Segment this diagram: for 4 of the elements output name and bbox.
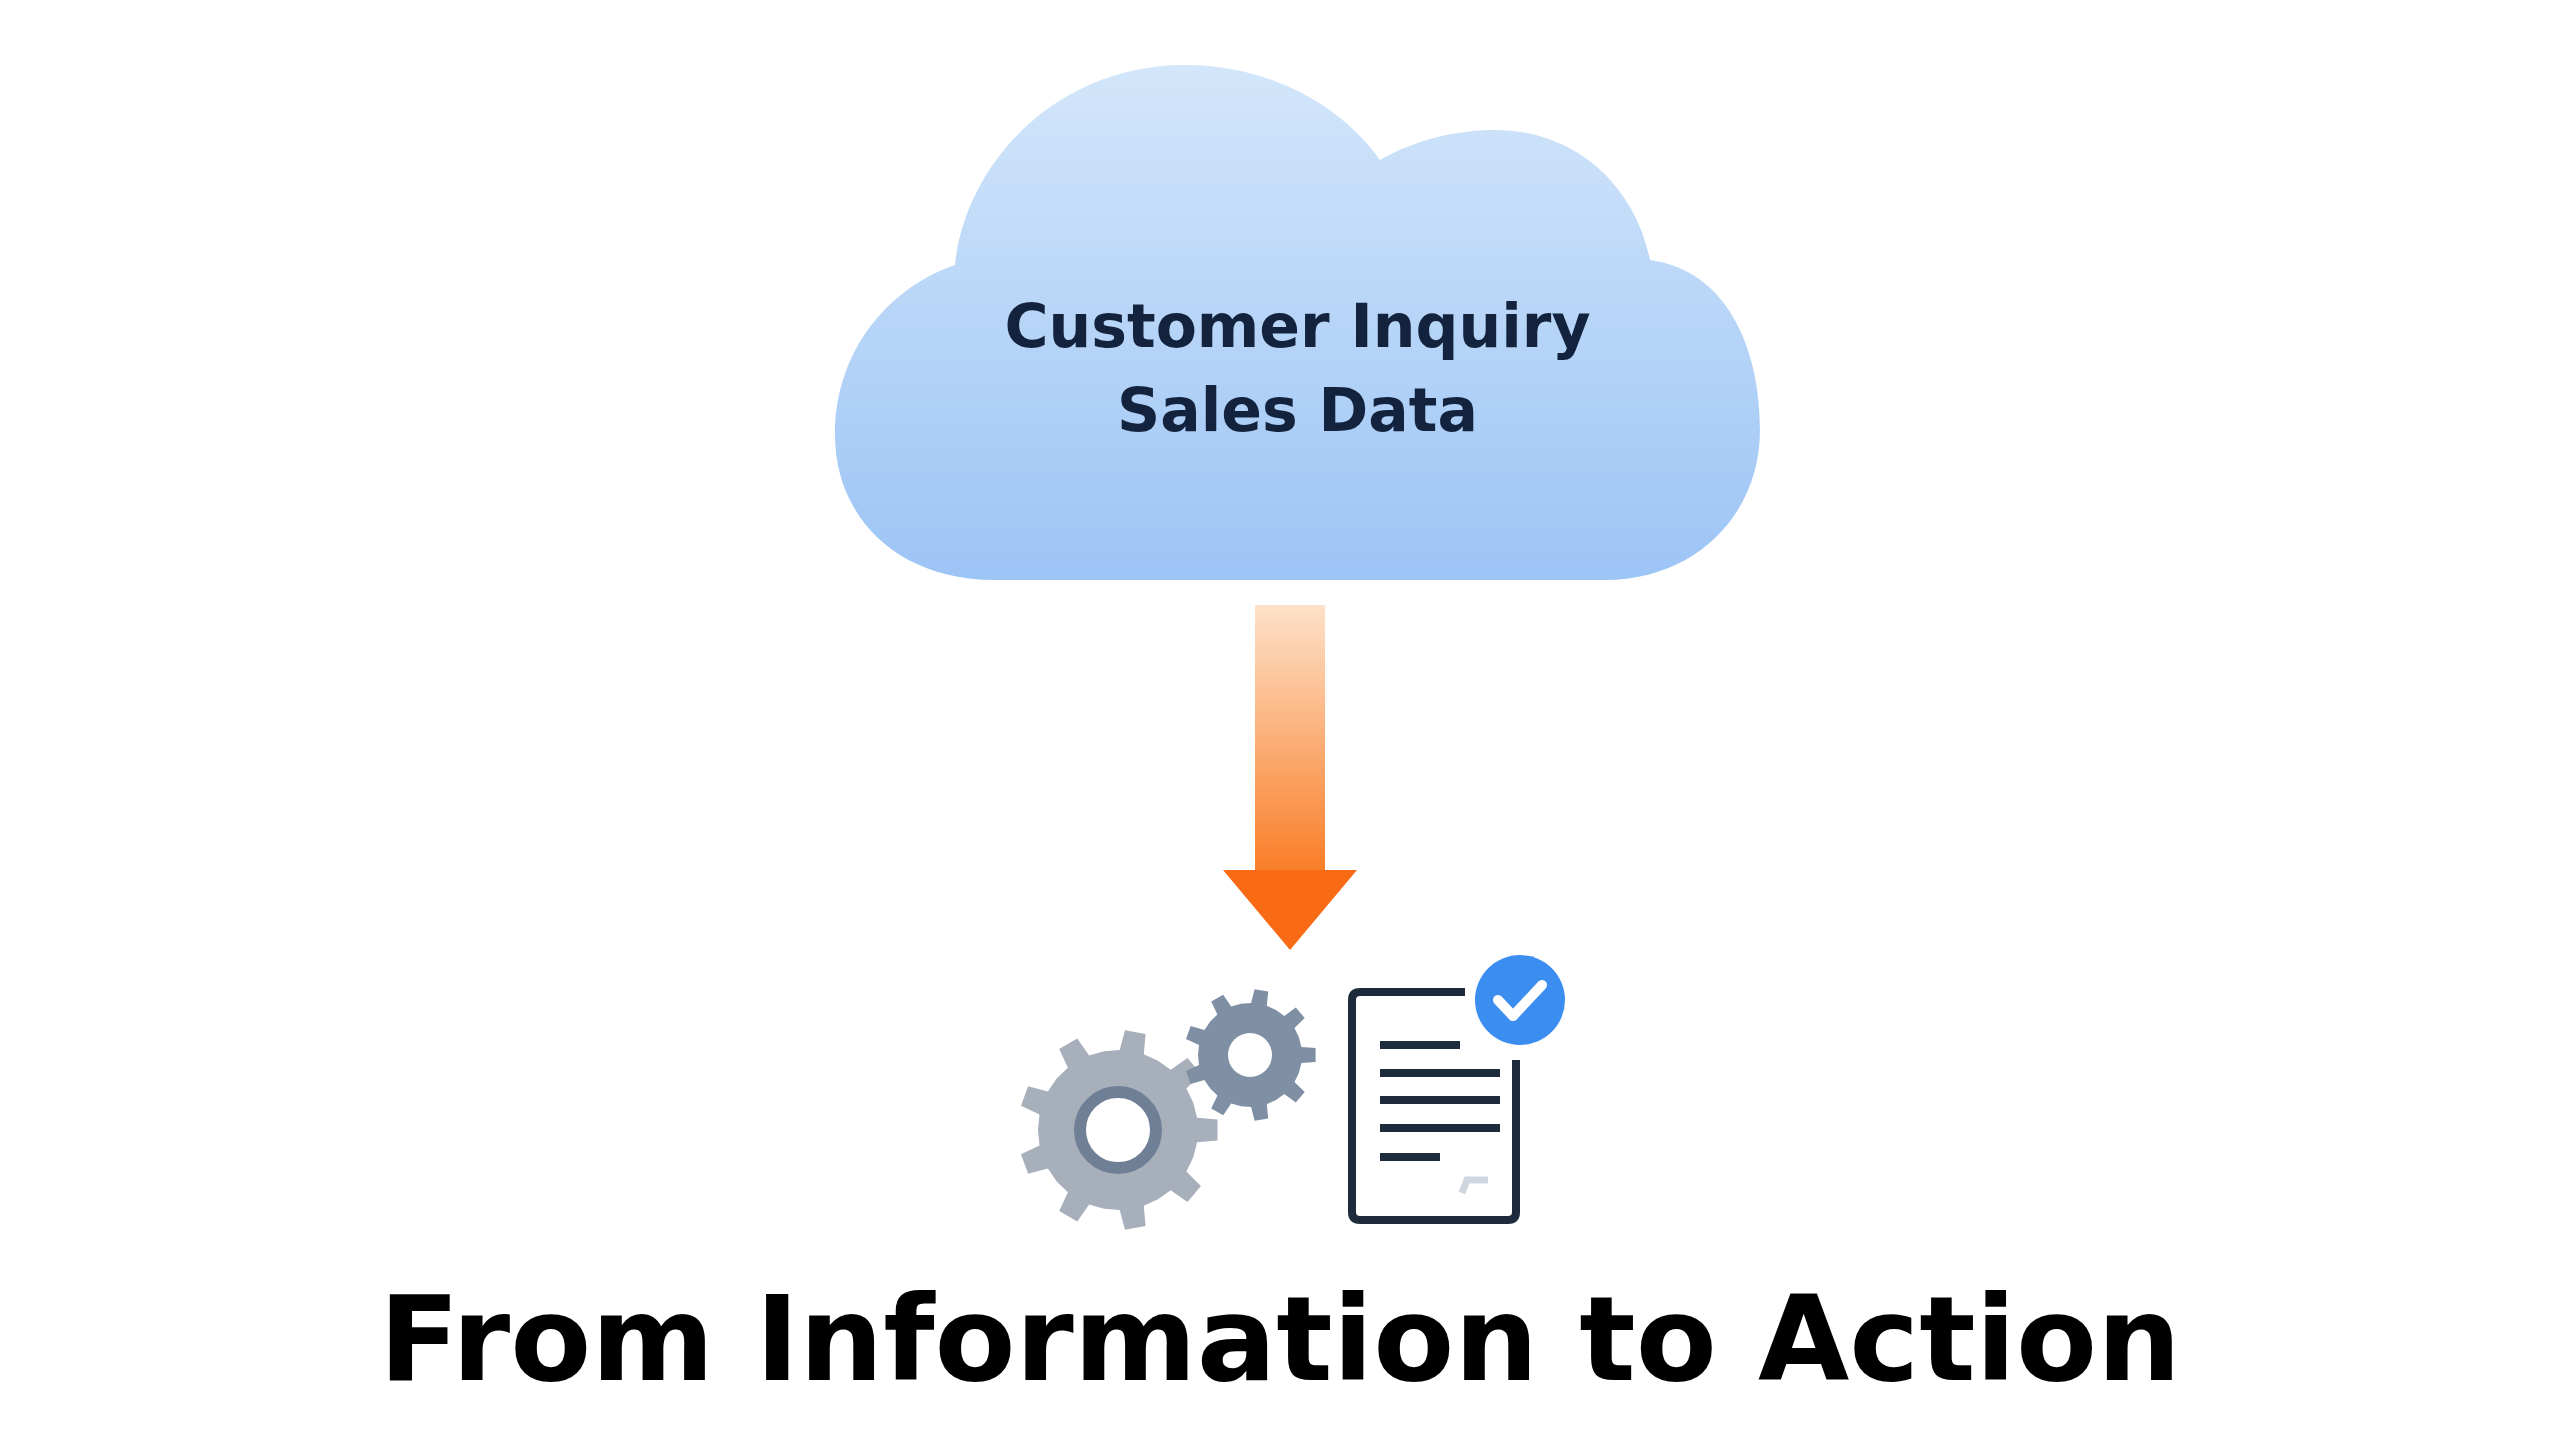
arrow	[1223, 605, 1357, 950]
title: From Information to Action	[378, 1270, 2182, 1408]
node-text: Sales Data	[1117, 373, 1478, 447]
node-text: Customer Inquiry	[1004, 289, 1591, 363]
